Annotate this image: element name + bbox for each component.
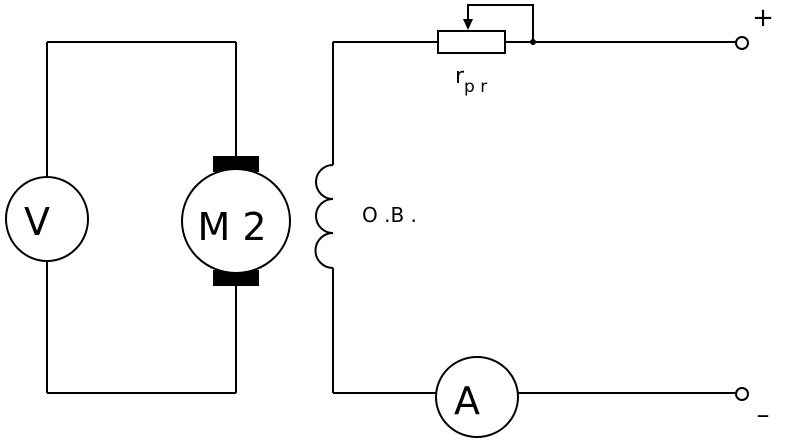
motor-label: M 2 [197,205,266,249]
motor-brush-top [213,156,259,172]
voltmeter: V [5,176,89,262]
field-winding-loops [314,164,334,269]
motor-brush-bottom [213,270,259,286]
rheostat-wiper-arrow [463,19,473,30]
field-winding-label: O .B . [362,203,417,227]
ammeter-label: A [454,379,480,423]
ammeter-circle [435,356,519,438]
rheostat-body [437,30,506,54]
field-circuit [332,41,736,394]
rheostat-wiper-wire [467,4,534,42]
voltmeter-motor-loop [46,41,237,394]
rheostat-junction-dot [530,39,536,45]
motor-armature-circle [181,168,291,274]
motor: M 2 [181,156,291,286]
terminal-plus-circle [735,36,749,50]
terminal-plus-label: + [752,3,774,33]
voltmeter-circle [5,176,89,262]
rheostat-label: r [455,64,465,89]
terminal-minus-circle [735,387,749,401]
terminals: + – [735,3,774,430]
voltmeter-label: V [24,200,50,244]
field-winding-coil: O .B . [314,164,417,269]
terminal-minus-label: – [757,400,770,430]
rheostat-label-subscript: p r [464,77,487,97]
rheostat: r p r [437,4,536,97]
ammeter: A [435,356,519,438]
